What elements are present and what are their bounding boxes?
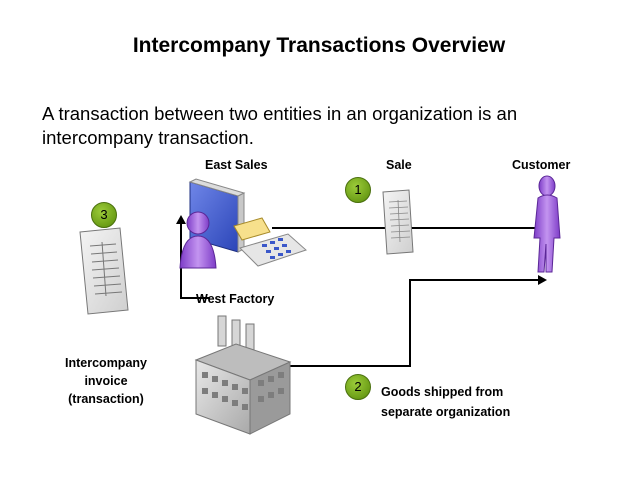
step-badge-1: 1 <box>345 177 371 203</box>
step-badge-3: 3 <box>91 202 117 228</box>
computer-user-icon <box>179 178 307 269</box>
intercompany-invoice-line-2: invoice <box>84 374 128 388</box>
arrowhead-up <box>176 215 186 224</box>
goods-shipped-line-1: Goods shipped from <box>381 385 504 399</box>
page-title: Intercompany Transactions Overview <box>132 34 506 57</box>
step-badge-2: 2 <box>345 374 371 400</box>
factory-icon <box>194 315 292 435</box>
intro-text: A transaction between two entities in an… <box>42 103 518 148</box>
arrowhead-goods <box>538 275 547 285</box>
customer-label: Customer <box>512 158 571 172</box>
west-factory-label: West Factory <box>196 292 275 306</box>
goods-shipped-label: Goods shipped from separate organization <box>381 382 510 422</box>
intercompany-invoice-label: Intercompany invoice (transaction) <box>48 354 164 408</box>
east-sales-label: East Sales <box>205 158 268 172</box>
intercompany-invoice-line-3: (transaction) <box>68 392 144 406</box>
goods-shipped-line-2: separate organization <box>381 405 511 419</box>
factory-to-sales-line <box>180 222 210 299</box>
goods-shipment-line <box>290 279 540 367</box>
customer-person-icon <box>533 175 561 273</box>
document-icon <box>79 227 129 315</box>
document-icon <box>382 189 414 255</box>
intercompany-invoice-line-1: Intercompany <box>65 356 147 370</box>
sale-label: Sale <box>386 158 412 172</box>
